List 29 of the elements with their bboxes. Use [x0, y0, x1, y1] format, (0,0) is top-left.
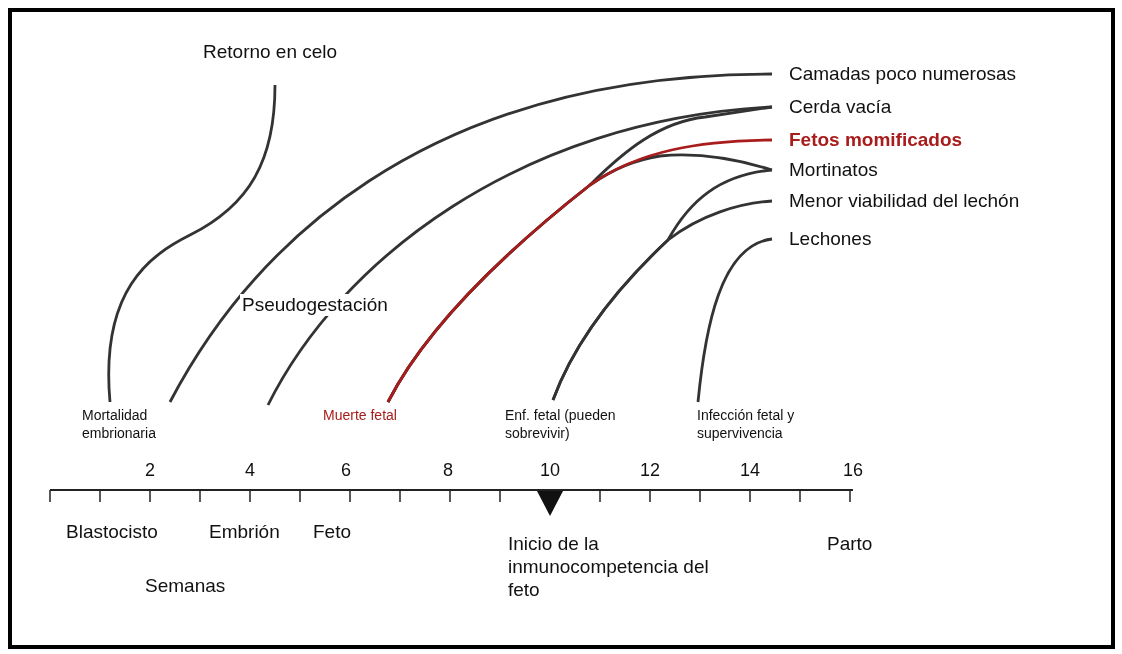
- outcome-text: Enf. fetal (pueden sobrevivir): [505, 400, 680, 442]
- tick-label: 12: [640, 460, 660, 481]
- outcome-text: Camadas poco numerosas: [772, 62, 1017, 86]
- stage-label: Feto: [313, 520, 352, 543]
- outcome-text: Menor viabilidad del lechón: [772, 189, 1020, 213]
- connector-line: [168, 72, 773, 403]
- outcome-text: Cerda vacía: [772, 95, 892, 119]
- stage-label: Blastocisto: [66, 520, 158, 543]
- edge-label: Pseudogestación: [240, 294, 390, 316]
- tick-label: 14: [740, 460, 760, 481]
- tick-label: 16: [843, 460, 863, 481]
- outcome-text: Mortinatos: [772, 158, 878, 182]
- tick-label: 6: [341, 460, 351, 481]
- connector-line: [107, 84, 277, 403]
- outcome-text: Fetos momificados: [772, 128, 963, 152]
- tick-label: 10: [540, 460, 560, 481]
- outcome-text: Mortalidad embrionaria: [82, 402, 192, 442]
- stage-label: Semanas: [145, 574, 226, 597]
- tick-label: 4: [245, 460, 255, 481]
- tick-label: 8: [443, 460, 453, 481]
- stage-label: Embrión: [209, 520, 280, 543]
- outcome-text: Muerte fetal: [323, 402, 397, 424]
- outcome-text: Retorno en celo: [203, 40, 338, 85]
- tick-label: 2: [145, 460, 155, 481]
- connector-line: [696, 237, 773, 403]
- outcome-text: Lechones: [772, 227, 872, 251]
- stage-label: Parto: [827, 532, 873, 555]
- outcome-text: Infección fetal y supervivencia: [697, 402, 842, 442]
- stage-label: Inicio de la inmunocompetencia del feto: [508, 532, 710, 601]
